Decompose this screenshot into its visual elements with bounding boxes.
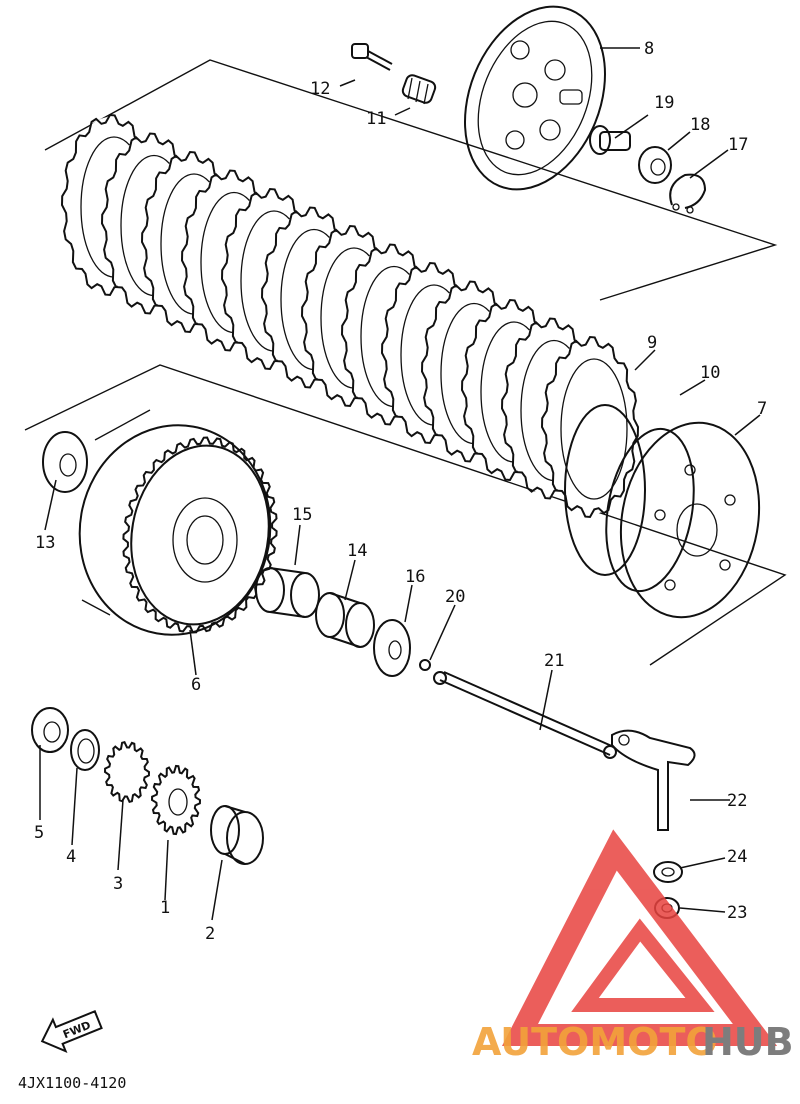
gear-3: [103, 741, 151, 803]
push-rod: [433, 671, 617, 759]
push-rod-end: [589, 125, 631, 155]
nut: [31, 707, 69, 753]
part-callouts: 1 2 3 4 5 6 7 8 9 10 11 12 13 14 15 16 1…: [34, 39, 767, 944]
callout-12: 12: [310, 79, 330, 99]
callout-20: 20: [445, 587, 465, 607]
clutch-housing: [78, 409, 272, 636]
callout-11: 11: [366, 109, 386, 129]
callout-23: 23: [727, 903, 747, 923]
clutch-plate-stack: [60, 113, 640, 519]
callout-17: 17: [728, 135, 748, 155]
pressure-plate: [464, 5, 606, 191]
drawing-code: 4JX1100-4120: [18, 1074, 126, 1092]
callout-9: 9: [647, 333, 657, 353]
callout-2: 2: [205, 924, 215, 944]
callout-18: 18: [690, 115, 710, 135]
thrust-washer: [42, 431, 88, 493]
callout-21: 21: [544, 651, 564, 671]
bolt: [351, 43, 393, 71]
lock-washer: [564, 404, 646, 576]
callout-3: 3: [113, 874, 123, 894]
spring: [401, 74, 437, 105]
fwd-arrow: FWD: [40, 1010, 103, 1054]
callout-24: 24: [727, 847, 747, 867]
housing-gear-teeth: [122, 436, 278, 634]
push-lever-shaft: [611, 729, 696, 831]
washer: [373, 619, 411, 677]
needle-bearing: [255, 567, 320, 618]
callout-15: 15: [292, 505, 312, 525]
callout-6: 6: [191, 675, 201, 695]
hub-frame: [24, 364, 787, 666]
callout-16: 16: [405, 567, 425, 587]
plates-frame: [44, 59, 778, 301]
callout-14: 14: [347, 541, 367, 561]
callout-22: 22: [727, 791, 747, 811]
leader-lines: [39, 47, 761, 921]
clutch-boss: [605, 421, 761, 619]
gear-1: [150, 764, 202, 836]
callout-19: 19: [654, 93, 674, 113]
spacer: [315, 592, 375, 648]
circlip: [669, 173, 707, 214]
ball: [419, 659, 431, 671]
automotohub-watermark-logo: [501, 829, 778, 1046]
callout-1: 1: [160, 898, 170, 918]
callout-10: 10: [700, 363, 720, 383]
oil-seal: [653, 861, 683, 883]
callout-4: 4: [66, 847, 76, 867]
collar: [210, 805, 264, 865]
friction-plate: [540, 335, 640, 519]
callout-8: 8: [644, 39, 654, 59]
callout-7: 7: [757, 399, 767, 419]
lock-washer-small: [70, 729, 100, 771]
callout-5: 5: [34, 823, 44, 843]
automotohub-watermark-text: AUTOMOTO HUB: [472, 1020, 794, 1064]
callout-13: 13: [35, 533, 55, 553]
watermark-brand-part2: HUB: [702, 1020, 794, 1064]
watermark-brand-part1: AUTOMOTO: [472, 1020, 718, 1064]
bearing: [638, 146, 672, 184]
